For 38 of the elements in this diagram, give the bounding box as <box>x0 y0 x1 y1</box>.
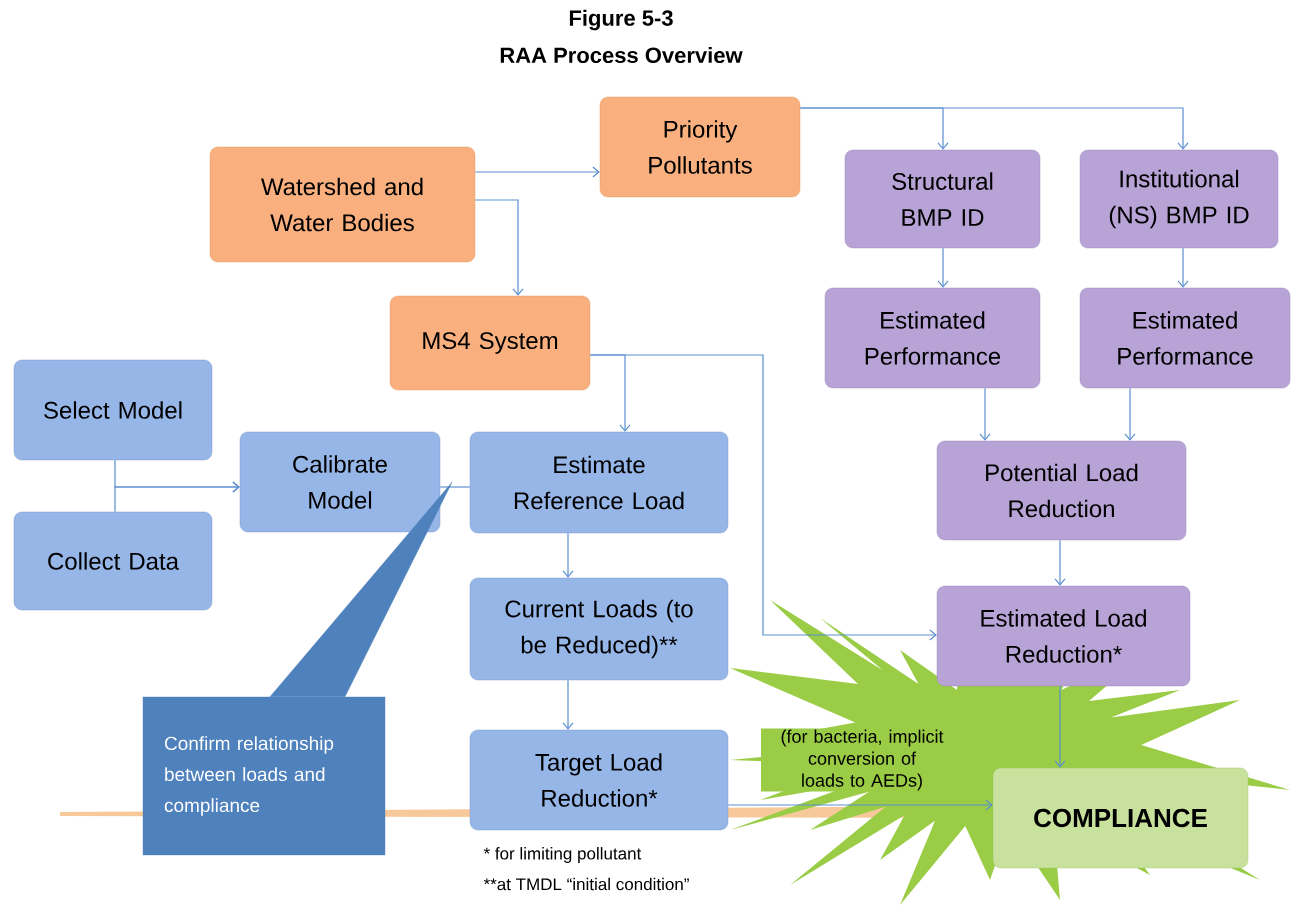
process-box: Priority Pollutants <box>599 96 801 198</box>
process-box: Current Loads (to be Reduced)** <box>469 577 729 681</box>
footnote: * for limiting pollutant <box>483 847 642 863</box>
process-box: Estimated Load Reduction* <box>936 585 1191 687</box>
callout-box: Confirm relationship between loads and compliance <box>142 696 386 856</box>
footnote: **at TMDL “initial condition” <box>483 877 689 891</box>
arrow <box>799 107 1189 150</box>
connector-line <box>439 486 471 488</box>
arrow <box>562 679 574 730</box>
arrow <box>937 247 949 288</box>
figure-title: RAA Process Overview <box>500 46 743 64</box>
process-box: Potential Load Reduction <box>936 440 1187 541</box>
arrow <box>1124 387 1136 441</box>
arrow <box>727 799 993 811</box>
figure-number: Figure 5-3 <box>569 9 673 31</box>
process-box: Calibrate Model <box>239 431 441 533</box>
process-box: Estimated Performance <box>1079 287 1291 389</box>
callout-pointer <box>269 481 453 697</box>
process-box: MS4 System <box>389 295 591 391</box>
arrow <box>474 199 524 296</box>
arrow <box>979 387 991 441</box>
arrow <box>474 166 600 178</box>
process-box: Collect Data <box>13 511 213 611</box>
arrow <box>114 481 240 513</box>
process-box: Institutional (NS) BMP ID <box>1079 149 1279 249</box>
arrow <box>589 354 937 641</box>
process-box: Watershed and Water Bodies <box>209 146 476 263</box>
edge-label: (for bacteria, implicit conversion of loads to AEDs) <box>761 728 963 792</box>
result-box: COMPLIANCE <box>992 767 1249 869</box>
arrow <box>1177 247 1189 288</box>
process-box: Select Model <box>13 359 213 461</box>
process-box: Estimate Reference Load <box>469 431 729 534</box>
process-box: Target Load Reduction* <box>469 729 729 831</box>
arrow <box>562 532 574 578</box>
process-box: Structural BMP ID <box>844 149 1041 249</box>
arrow <box>1054 539 1066 586</box>
arrow <box>1054 685 1066 768</box>
process-box: Estimated Performance <box>824 287 1041 389</box>
